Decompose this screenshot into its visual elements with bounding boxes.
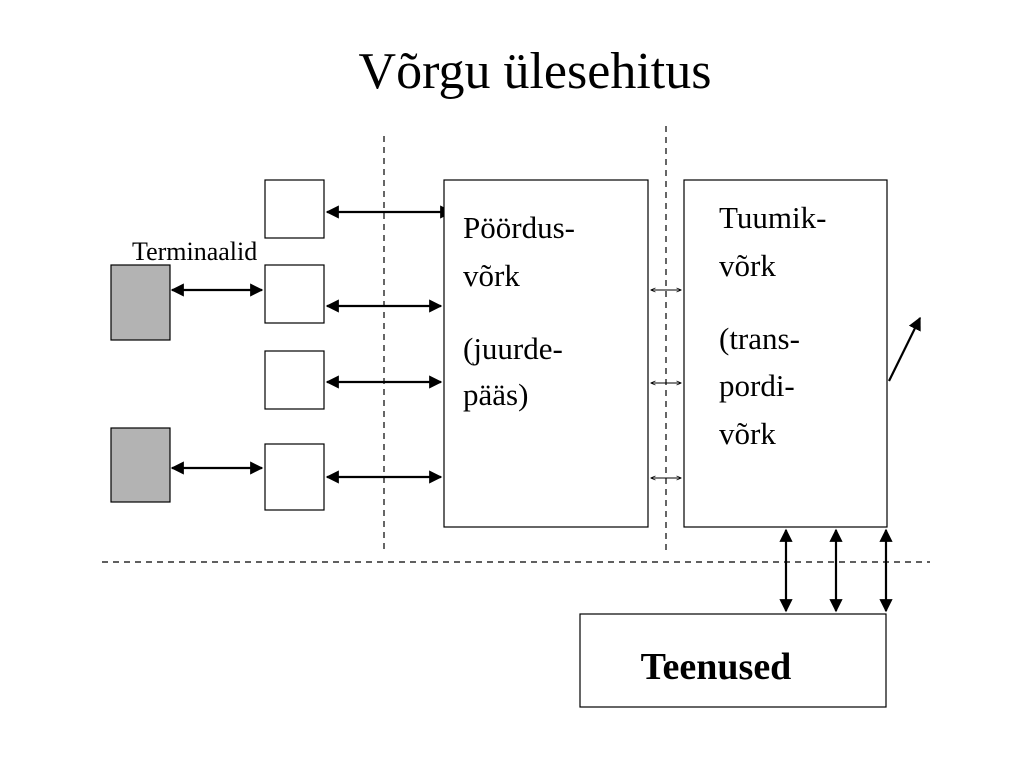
endpoint-box-3 — [264, 350, 325, 410]
core-network-line-5: võrk — [719, 416, 776, 451]
terminals-label: Terminaalid — [132, 237, 257, 266]
arrow-core-external — [888, 316, 921, 382]
access-network-box — [443, 179, 649, 528]
access-network-line-3: (juurde- — [463, 331, 563, 366]
endpoint-box-2 — [264, 264, 325, 324]
core-network-label: Tuumik- võrk (trans- pordi- võrk — [719, 200, 834, 451]
slide-title: Võrgu ülesehitus — [359, 43, 712, 100]
access-network-line-4: pääs) — [463, 377, 528, 412]
core-network-line-2: võrk — [719, 248, 776, 283]
services-box — [579, 613, 887, 708]
services-label: Teenused — [641, 646, 792, 688]
access-network-line-1: Pöördus- — [463, 210, 575, 245]
core-network-line-1: Tuumik- — [719, 200, 826, 235]
endpoint-box-4 — [264, 443, 325, 511]
terminal-box-1 — [110, 264, 171, 341]
access-network-line-2: võrk — [463, 258, 520, 293]
core-network-line-3: (trans- — [719, 321, 800, 356]
core-network-box — [683, 179, 888, 528]
access-network-label: Pöördus- võrk (juurde- pääs) — [463, 210, 583, 412]
endpoint-box-1 — [264, 179, 325, 239]
terminal-box-2 — [110, 427, 171, 503]
core-network-line-4: pordi- — [719, 368, 795, 403]
